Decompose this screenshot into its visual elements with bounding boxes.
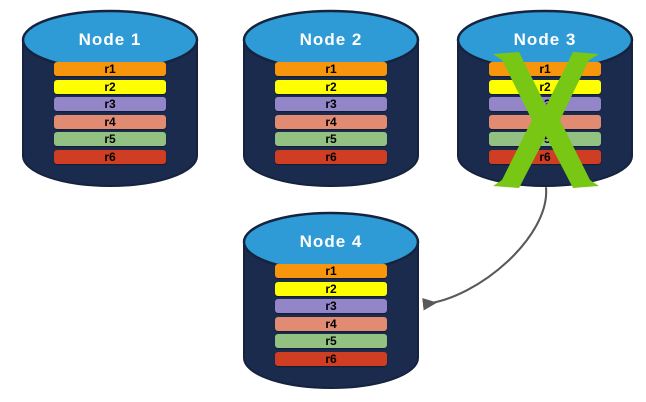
node-4-row-r1[interactable]: r1 xyxy=(274,264,388,278)
node-2-row-r4[interactable]: r4 xyxy=(274,114,388,129)
node-2-row-r6[interactable]: r6 xyxy=(274,149,388,164)
node-4-row-r6[interactable]: r6 xyxy=(274,351,388,366)
node-4-row-r4[interactable]: r4 xyxy=(274,316,388,331)
node-1-row-r5[interactable]: r5 xyxy=(53,132,167,146)
node-4-row-r5[interactable]: r5 xyxy=(274,334,388,348)
node-1-row-r3[interactable]: r3 xyxy=(53,97,167,111)
node-1-row-r4[interactable]: r4 xyxy=(53,114,167,129)
node-2-row-r2[interactable]: r2 xyxy=(274,79,388,94)
node-2-row-r3[interactable]: r3 xyxy=(274,97,388,111)
node-1-row-r1[interactable]: r1 xyxy=(53,62,167,76)
node-4-row-r3[interactable]: r3 xyxy=(274,299,388,313)
node-4-row-r2[interactable]: r2 xyxy=(274,281,388,296)
node-1-row-r6[interactable]: r6 xyxy=(53,149,167,164)
node-1-row-r2[interactable]: r2 xyxy=(53,79,167,94)
replication-arrow-path xyxy=(422,186,548,311)
node-2-row-r1[interactable]: r1 xyxy=(274,62,388,76)
node-2-row-r5[interactable]: r5 xyxy=(274,132,388,146)
